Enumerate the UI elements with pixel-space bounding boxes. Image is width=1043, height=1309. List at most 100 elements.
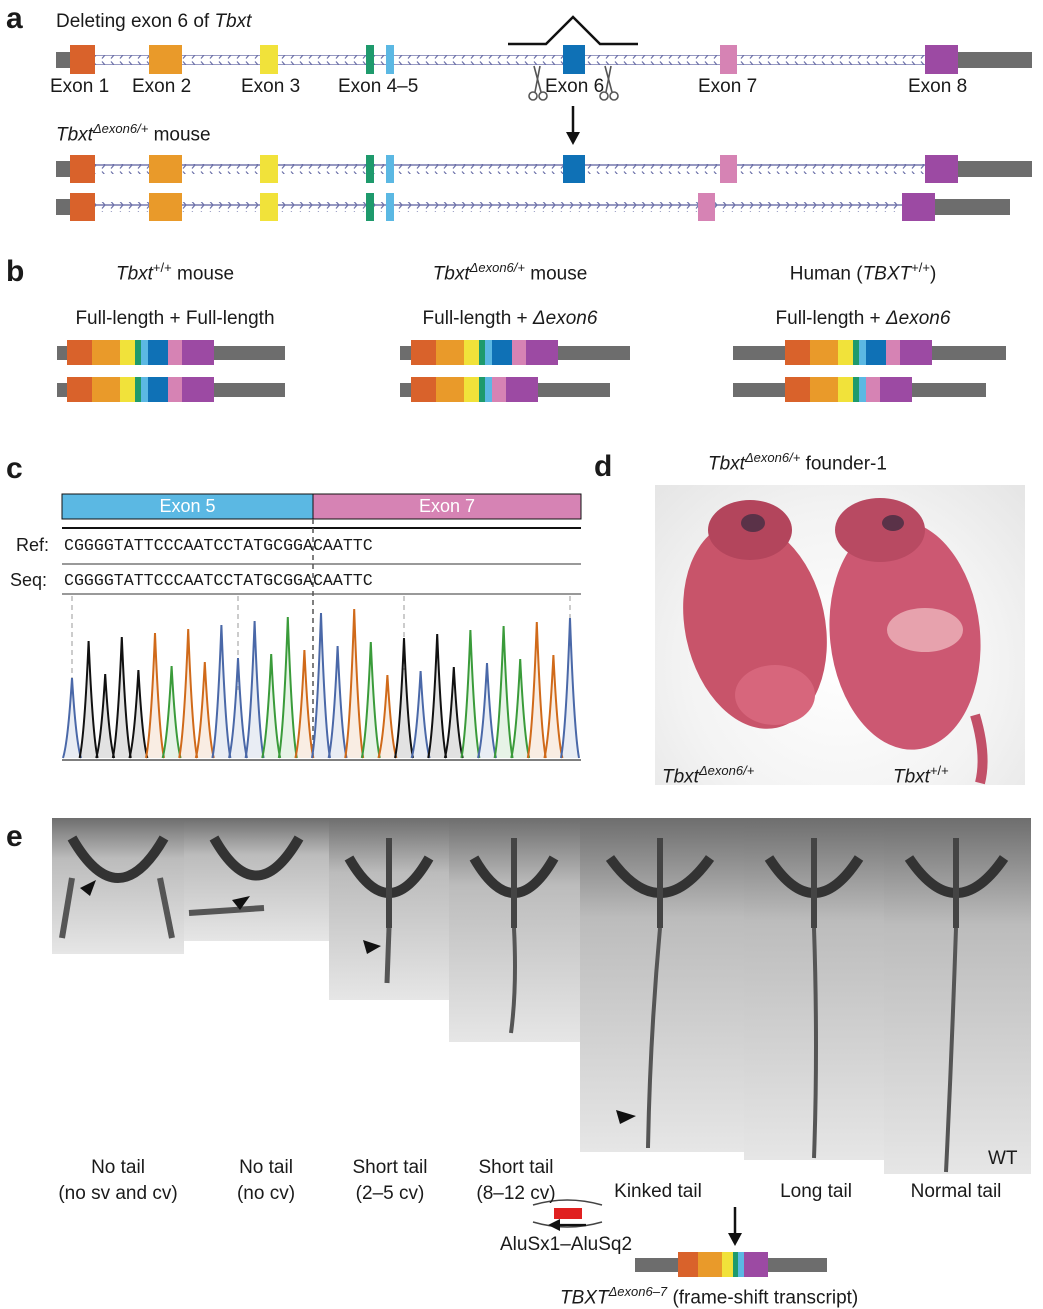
arrowhead-icon-1 [80, 880, 96, 896]
trace-peak-a [277, 616, 298, 759]
trace-peak-a [360, 641, 381, 759]
alu-element [532, 1199, 603, 1231]
gene-model-allele-wt [56, 155, 1032, 183]
trace-peak-g [95, 673, 116, 759]
panel-a-title: Deleting exon 6 of Tbxt [56, 11, 251, 33]
trace-peak-g [443, 666, 464, 759]
exon3-block [260, 45, 278, 74]
trace-peak-a [460, 629, 481, 759]
gene-model-allele-del [56, 193, 1010, 221]
ref-sequence: CGGGGTATTCCCAATCCTATGCGGACAATTC [64, 536, 373, 555]
group-title-human: Human (TBXT+/+) [789, 260, 937, 285]
trace-peak-g [111, 636, 132, 759]
trace-peak-a [510, 658, 531, 759]
trace-peak-a [261, 653, 282, 759]
phenotype-label-3: Short tail(2–5 cv) [352, 1157, 428, 1204]
xray-no-tail-1 [52, 818, 184, 954]
xray-kinked-tail [580, 818, 744, 1152]
scissors-icon-left [528, 65, 548, 101]
transcripts-human [733, 340, 1006, 402]
scissors-icon-right [599, 65, 619, 101]
phenotype-label-2: No tail(no cv) [236, 1157, 296, 1204]
exon4-block [366, 45, 374, 74]
exon-label-7: Exon 7 [698, 76, 758, 97]
trace-peak-c [62, 677, 82, 759]
founder-title: TbxtΔexon6/+ founder-1 [708, 450, 887, 475]
trace-peak-c [477, 662, 497, 759]
exon5-bar-label: Exon 5 [159, 496, 216, 516]
xray-short-tail-2 [449, 818, 580, 1042]
trace-peak-t [294, 649, 315, 759]
exon-label-8: Exon 8 [908, 76, 968, 97]
group-title-mouse-wt: Tbxt+/+ mouse [115, 260, 235, 285]
arrow-down-icon-2 [728, 1233, 742, 1246]
phenotype-label-1: No tail(no sv and cv) [58, 1157, 178, 1204]
exon7-block [720, 45, 737, 74]
transcripts-mouse-wt [57, 340, 285, 402]
exon-label-4-5: Exon 4–5 [338, 76, 419, 97]
exon7-bar-label: Exon 7 [418, 496, 476, 516]
trace-peak-c [228, 657, 248, 759]
trace-peak-t [344, 608, 365, 759]
trace-peak-c [211, 624, 232, 759]
panel-e-label: e [6, 820, 23, 853]
deletion-caret [508, 15, 638, 46]
trace-peak-t [145, 632, 165, 759]
arrowhead-icon-2 [232, 896, 250, 910]
trace-peak-c [410, 670, 431, 759]
exon2-block [149, 45, 182, 74]
gene-model-full [56, 15, 1032, 145]
phenotype-label-7: Normal tail [910, 1181, 1002, 1202]
exon8-block [925, 45, 958, 74]
group-title-mouse-het: TbxtΔexon6/+ mouse [432, 260, 588, 285]
trace-peak-t [526, 621, 547, 759]
panel-a-title-prefix: Deleting exon 6 of [56, 11, 215, 32]
trace-peak-g [427, 633, 448, 759]
group-sub-mouse-het: Full-length + Δexon6 [422, 308, 598, 329]
trace-peak-c [244, 620, 265, 759]
trace-peak-a [493, 625, 514, 759]
exon-boundary-bar [61, 493, 582, 520]
seq-label: Seq: [10, 570, 48, 590]
xray-short-tail-1 [329, 818, 449, 1000]
pup-label-mutant: TbxtΔexon6/+ [662, 763, 755, 788]
arrow-left-icon [548, 1219, 560, 1231]
frameshift-transcript-label: TBXTΔexon6–7 (frame-shift transcript) [560, 1284, 859, 1309]
panel-d-label: d [594, 450, 613, 483]
exon-label-2: Exon 2 [132, 76, 192, 97]
pup-label-wt: Tbxt+/+ [893, 763, 949, 788]
arrowhead-icon-3 [363, 940, 381, 954]
pups-illustration [683, 498, 988, 785]
panel-a-title-gene: Tbxt [214, 11, 252, 32]
trace-peak-c [327, 645, 348, 759]
group-sub-human: Full-length + Δexon6 [775, 308, 951, 329]
seq-sequence: CGGGGTATTCCCAATCCTATGCGGACAATTC [64, 571, 373, 590]
phenotype-label-6: Long tail [780, 1181, 852, 1202]
panel-a-label: a [6, 2, 23, 35]
transcripts-mouse-het [400, 340, 630, 402]
xray-no-tail-2 [184, 818, 329, 941]
trace-peak-c [560, 617, 580, 759]
trace-peak-t [543, 654, 564, 759]
trace-peak-t [178, 628, 199, 759]
trace-peak-g [78, 640, 99, 759]
trace-peak-a [161, 665, 182, 759]
arrow-down-icon [566, 132, 580, 145]
exon-label-6: Exon 6 [545, 76, 605, 97]
alu-label: AluSx1–AluSq2 [500, 1234, 633, 1255]
xray-normal-tail [884, 818, 1031, 1174]
exon-label-1: Exon 1 [50, 76, 110, 97]
arrowhead-icon-4 [616, 1110, 636, 1124]
trace-peak-t [377, 674, 398, 759]
exon1-block [70, 45, 95, 74]
frameshift-transcript [635, 1252, 827, 1277]
trace-peak-g [128, 669, 149, 759]
wt-label: WT [988, 1148, 1018, 1169]
founder-photo [655, 485, 1025, 785]
exon6-block [563, 45, 585, 74]
xray-long-tail [744, 818, 884, 1160]
mouse-allele-label: TbxtΔexon6/+ mouse [56, 121, 211, 146]
phenotype-label-5: Kinked tail [614, 1181, 702, 1202]
trace-peak-g [394, 637, 414, 759]
